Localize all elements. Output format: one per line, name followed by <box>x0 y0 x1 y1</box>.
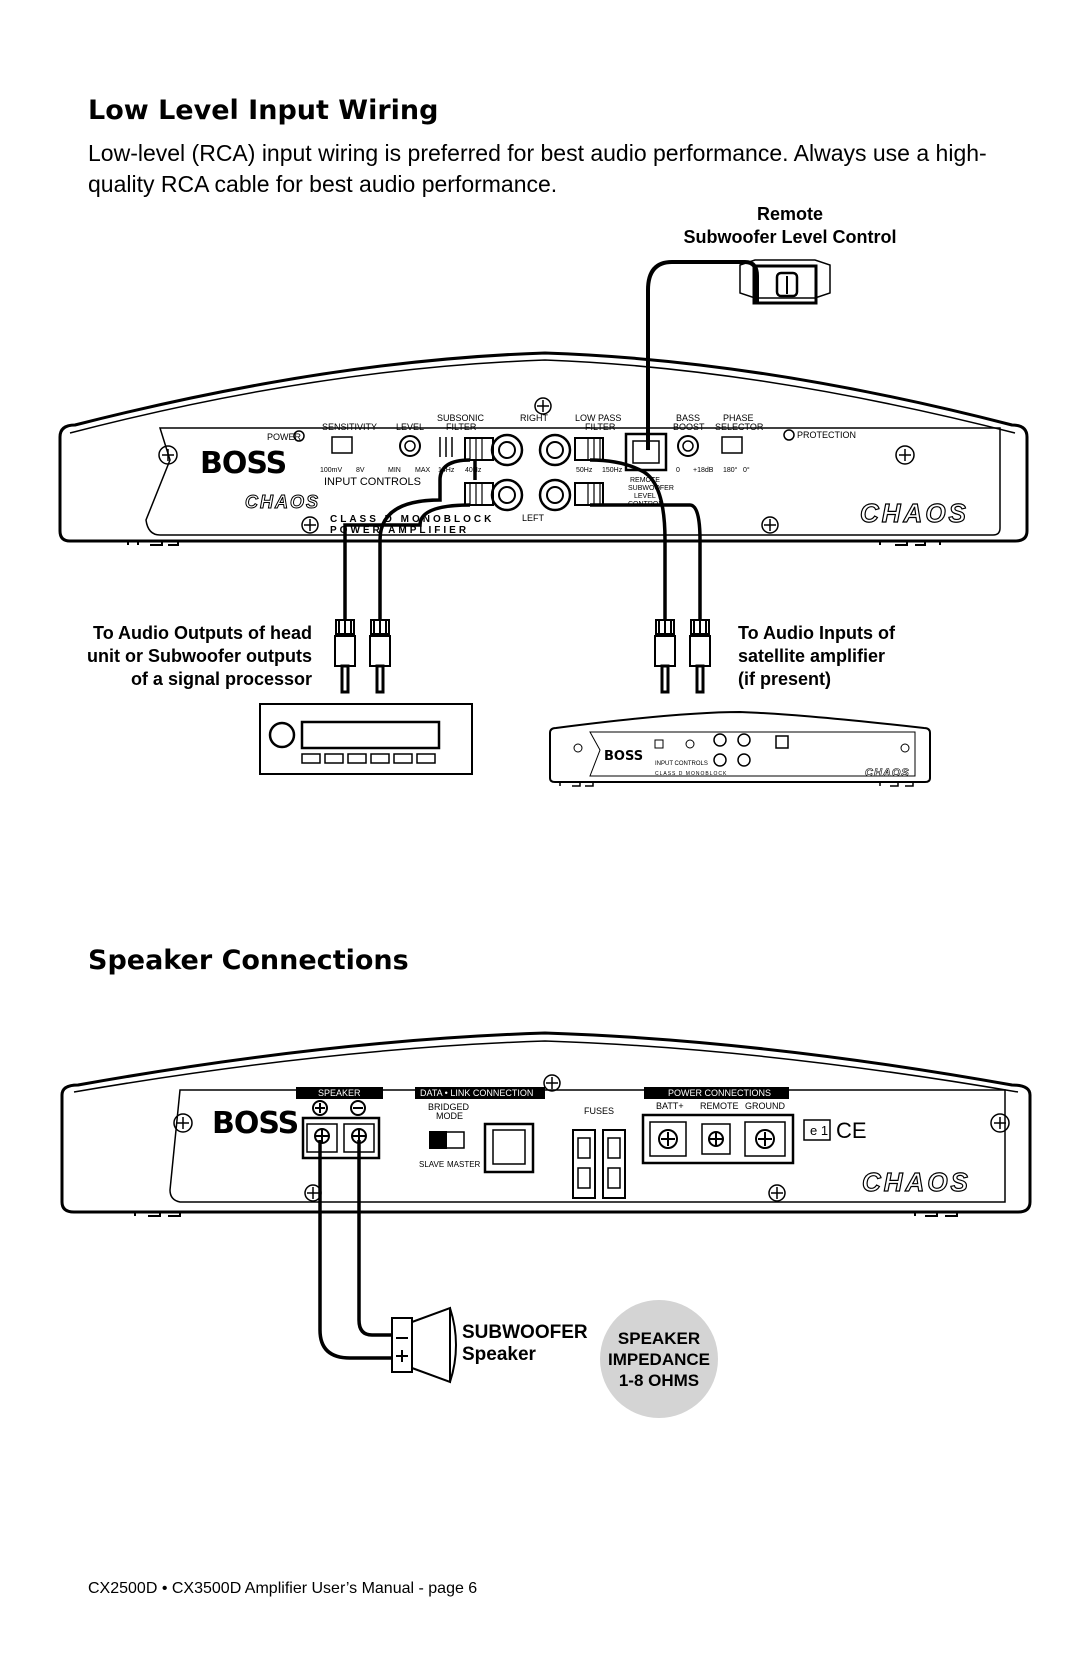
ground-text: GROUND <box>745 1101 785 1111</box>
lp-min-text: 50Hz <box>576 467 593 474</box>
left-text: LEFT <box>522 513 545 523</box>
subwoofer-word: SUBWOOFER <box>462 1322 588 1343</box>
power-connections-text: POWER CONNECTIONS <box>668 1088 771 1098</box>
low-pass-text: LOW PASS <box>575 413 621 423</box>
subsonic-text: SUBSONIC <box>437 413 485 423</box>
subwoofer-speaker <box>391 1306 457 1384</box>
head-unit-label-line: unit or Subwoofer outputs <box>87 646 312 666</box>
phase-text: PHASE <box>723 413 754 423</box>
boss-logo-small: BOSS <box>604 749 643 764</box>
boss-logo-rear: BOSS <box>212 1106 298 1141</box>
selector-text: SELECTOR <box>715 422 764 432</box>
impedance-badge: SPEAKER IMPEDANCE 1-8 OHMS <box>600 1300 718 1418</box>
sub-min-text: 14Hz <box>438 467 455 474</box>
head-unit <box>259 703 473 775</box>
remote-cable <box>646 260 759 450</box>
power-amp-text: POWER AMPLIFIER <box>330 525 469 536</box>
impedance-line: 1-8 OHMS <box>618 1370 700 1390</box>
batt-text: BATT+ <box>656 1101 684 1111</box>
right-text: RIGHT <box>520 413 549 423</box>
protection-text: PROTECTION <box>797 430 856 440</box>
chaos-logo-rear: CHAOS <box>862 1167 971 1197</box>
head-unit-label-line: To Audio Outputs of head <box>93 623 312 643</box>
slave-text: SLAVE <box>419 1160 444 1169</box>
satellite-input-controls: INPUT CONTROLS <box>655 761 708 767</box>
satellite-class-d: CLASS D MONOBLOCK <box>655 771 727 777</box>
head-unit-label-line: of a signal processor <box>130 669 312 689</box>
boost-text: BOOST <box>673 422 705 432</box>
remote-jack-text: REMOTE <box>630 477 660 484</box>
speaker-word: Speaker <box>462 1344 536 1365</box>
remote-level-control <box>739 259 831 305</box>
level-text: LEVEL <box>396 422 424 432</box>
amplifier-rear-panel <box>60 1031 1032 1217</box>
lp-max-text: 150Hz <box>602 467 623 474</box>
fuses-text: FUSES <box>584 1106 614 1116</box>
phase-b-text: 0° <box>743 466 750 474</box>
bass-text: BASS <box>676 413 700 423</box>
intro-paragraph: Low-level (RCA) input wiring is preferre… <box>88 140 987 197</box>
bridged-text: BRIDGED <box>428 1102 470 1112</box>
ce-mark-text: CE <box>836 1118 867 1143</box>
class-d-text: CLASS D MONOBLOCK <box>330 514 494 525</box>
satellite-label-line: (if present) <box>738 669 832 689</box>
subsonic-filter-text: FILTER <box>446 422 477 432</box>
boss-logo-front: BOSS <box>200 446 286 481</box>
boost-min-text: 0 <box>676 467 680 474</box>
phase-a-text: 180° <box>723 466 738 474</box>
impedance-line: IMPEDANCE <box>607 1349 710 1369</box>
data-link-text: DATA • LINK CONNECTION <box>420 1088 533 1098</box>
page-footer: CX2500D • CX3500D Amplifier User’s Manua… <box>88 1580 478 1597</box>
satellite-amp-label: To Audio Inputs of satellite amplifier (… <box>738 622 998 691</box>
amplifier-front-panel <box>58 351 1029 546</box>
sensitivity-text: SENSITIVITY <box>322 422 377 432</box>
subwoofer-speaker-label: SUBWOOFER Speaker <box>462 1322 588 1366</box>
power-text: POWER <box>267 432 302 442</box>
satellite-label-line: satellite amplifier <box>738 646 886 666</box>
chaos-logo-satellite: CHAOS <box>865 767 910 779</box>
e-mark-text: e 1 <box>810 1123 828 1138</box>
level-max-text: MAX <box>415 467 431 474</box>
rca-cables <box>343 458 702 620</box>
speaker-wires <box>318 1140 392 1360</box>
mode-text: MODE <box>436 1111 463 1121</box>
remote-sub-text: SUBWOOFER <box>628 485 674 492</box>
remote-terminal-text: REMOTE <box>700 1101 739 1111</box>
satellite-amplifier: BOSS CHAOS INPUT CONTROLS CLASS D MONOBL… <box>549 710 931 787</box>
low-pass-filter-text: FILTER <box>585 422 616 432</box>
boost-max-text: +18dB <box>693 467 714 474</box>
input-controls-text: INPUT CONTROLS <box>324 476 421 488</box>
chaos-logo-small: CHAOS <box>245 492 320 512</box>
remote-level-text: LEVEL <box>634 493 656 500</box>
remote-label-line1: Remote <box>756 204 823 224</box>
section-title-low-level: Low Level Input Wiring <box>88 95 439 126</box>
head-unit-label: To Audio Outputs of head unit or Subwoof… <box>40 622 312 691</box>
remote-control-label: Remote Subwoofer Level Control <box>640 203 940 249</box>
satellite-label-line: To Audio Inputs of <box>738 623 895 643</box>
level-min-text: MIN <box>388 467 401 474</box>
sens-max-text: 8V <box>356 467 365 474</box>
speaker-header-text: SPEAKER <box>318 1088 361 1098</box>
rca-plugs <box>334 619 711 694</box>
chaos-logo-front: CHAOS <box>860 498 969 528</box>
sens-min-text: 100mV <box>320 467 343 474</box>
remote-label-line2: Subwoofer Level Control <box>683 227 897 247</box>
master-text: MASTER <box>447 1160 481 1169</box>
impedance-line: SPEAKER <box>617 1328 701 1348</box>
section-title-speaker: Speaker Connections <box>88 945 409 976</box>
